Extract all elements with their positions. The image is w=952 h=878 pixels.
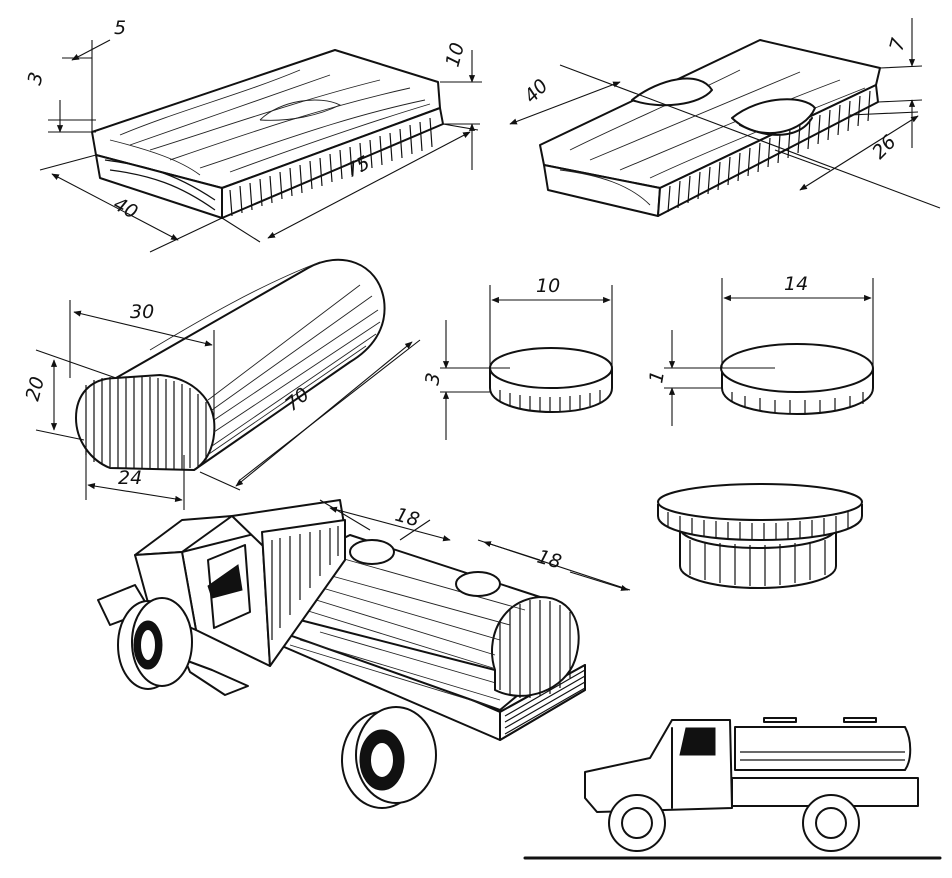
dim-hatch-spacing-a: 18 [393, 504, 422, 532]
dim-tank-height: 20 [22, 374, 50, 403]
dim-disc-large-diameter: 14 [784, 273, 808, 295]
dim-cut-spacing: 26 [868, 131, 901, 164]
tank-barrel-blank: 30 20 70 24 [22, 258, 421, 510]
stacked-disc-assembly [657, 483, 863, 589]
dim-disc-large-thickness: 1 [645, 369, 669, 385]
large-disc-blank: 14 1 [645, 273, 874, 426]
wood-plank-blank: 3 5 10 40 75 [24, 17, 482, 253]
dim-cut-thickness: 7 [886, 36, 910, 53]
dim-disc-small-thickness: 3 [421, 371, 445, 387]
tanker-truck-isometric: 18 18 [97, 499, 631, 809]
tanker-truck-side-view [523, 717, 942, 860]
small-disc-blank: 10 3 [421, 275, 613, 440]
plank-with-cutouts: 40 7 26 [509, 18, 941, 217]
dim-cut-width: 40 [520, 75, 553, 108]
dim-tank-width: 24 [118, 467, 142, 489]
dim-plank-width: 40 [110, 193, 142, 224]
dim-plank-thickness: 3 [24, 70, 48, 87]
dim-plank-height: 10 [442, 40, 470, 69]
dim-tank-top-length: 30 [130, 301, 154, 323]
dim-hatch-spacing-b: 18 [535, 546, 564, 574]
dim-plank-offset: 5 [114, 17, 126, 39]
dim-disc-small-diameter: 10 [536, 275, 560, 297]
